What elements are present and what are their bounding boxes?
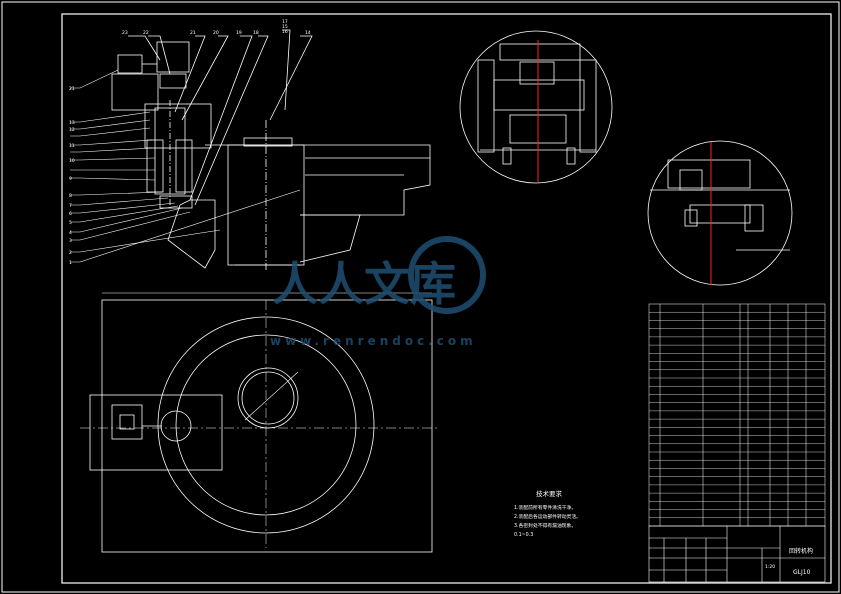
left-leader-lines	[70, 69, 301, 263]
detail-view-1	[459, 30, 613, 184]
leader-left-4: 10	[69, 158, 75, 164]
leader-top-8: 16	[282, 29, 288, 35]
leader-top-2: 21	[190, 30, 196, 36]
tech-note-line-3: 3.各密封处不得有漏油现象。	[514, 522, 576, 529]
leader-left-6: 8	[69, 193, 72, 199]
leader-top-9: 14	[305, 30, 311, 36]
leader-top-5: 18	[253, 30, 259, 36]
leader-top-4: 19	[236, 30, 242, 36]
drawing-code: GLJ10	[793, 569, 811, 576]
leader-top-7: 15	[282, 24, 288, 30]
drawing-name: 回转机构	[789, 547, 813, 555]
tech-note-line-2: 2.装配后各运动部件转动灵活。	[514, 513, 581, 520]
leader-left-1: 13	[69, 120, 75, 126]
drawing-scale: 1:20	[765, 564, 775, 570]
motor	[156, 41, 190, 73]
parts-list-rows	[649, 312, 825, 518]
leader-left-0: 21	[69, 86, 75, 92]
leader-top-0: 23	[122, 30, 128, 36]
leader-left-12: 2	[69, 250, 72, 256]
detail-view-2	[647, 140, 793, 286]
leader-left-7: 7	[69, 203, 72, 209]
watermark-logo-ring	[408, 236, 486, 314]
base-foundation	[167, 199, 216, 269]
leader-top-1: 22	[143, 30, 149, 36]
inner-frame	[61, 13, 832, 584]
technical-notes: 技术要求 1.装配前所有零件清洗干净。 2.装配后各运动部件转动灵活。 3.各密…	[514, 489, 581, 538]
rotating-platform	[205, 144, 431, 216]
watermark-cn-text: 人人文库	[272, 257, 456, 311]
tech-note-line-4: 0.1~0.3	[514, 532, 533, 538]
watermark-url: www.renrendoc.com	[270, 334, 477, 348]
leader-left-9: 5	[69, 220, 72, 226]
reducer-housing	[111, 73, 159, 111]
plan-outline	[101, 299, 433, 553]
parts-list-table	[648, 303, 826, 527]
leader-left-10: 4	[69, 230, 72, 236]
title-block	[648, 525, 826, 583]
leader-left-13: 1	[69, 260, 72, 266]
leader-left-5: 9	[69, 176, 72, 182]
tech-notes-title: 技术要求	[536, 489, 563, 498]
plan-view	[89, 292, 433, 553]
outer-slewing-ring	[157, 316, 375, 534]
drive-base-plate	[89, 394, 223, 471]
leader-top-3: 20	[213, 30, 219, 36]
tech-note-line-1: 1.装配前所有零件清洗干净。	[514, 504, 576, 511]
front-section-view	[111, 29, 431, 270]
central-hole	[237, 367, 299, 429]
watermark: 人人文库 www.renrendoc.com	[270, 236, 486, 348]
left-leader-numbers: 21 13 12 11 10 9 8 7 6 5 4 3 2 1	[69, 86, 75, 266]
leader-top-6: 17	[282, 19, 288, 25]
leader-left-2: 12	[69, 127, 75, 133]
leader-left-11: 3	[69, 238, 72, 244]
leader-left-3: 11	[69, 143, 75, 149]
leader-left-8: 6	[69, 211, 72, 217]
top-leader-numbers: 23 22 21 20 19 18 17 15 16 14	[122, 19, 311, 36]
